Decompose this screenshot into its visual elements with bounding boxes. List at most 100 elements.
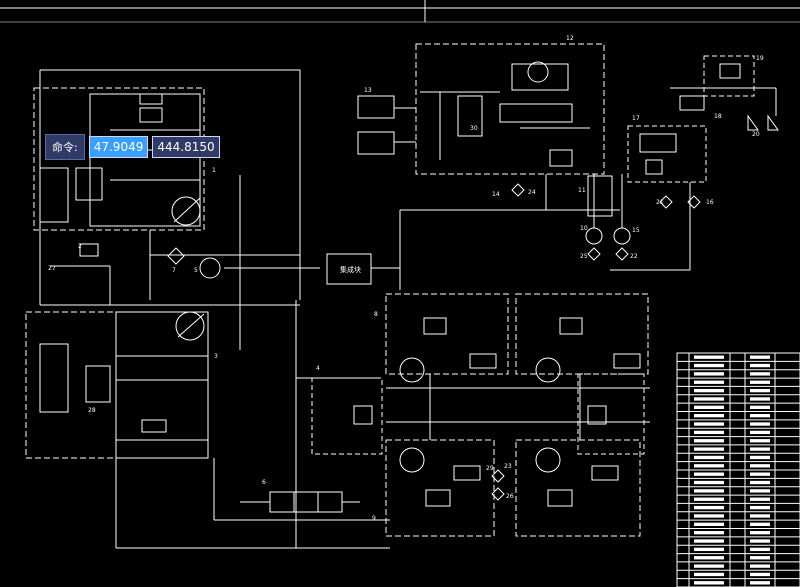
cylinder-9b <box>591 465 619 481</box>
lower-pump-group[interactable] <box>25 311 209 459</box>
side-valve-right <box>587 405 607 425</box>
label-7: 7 <box>172 267 176 274</box>
motor-8b <box>535 357 561 383</box>
parts-table-cell-text <box>694 372 724 376</box>
parts-table-cell-text <box>750 355 770 359</box>
pressure-valve <box>139 107 163 123</box>
actuator-group-9a[interactable] <box>385 439 495 537</box>
valve-11 <box>587 175 613 217</box>
label-9: 9 <box>372 515 376 522</box>
cylinder-8b <box>613 353 641 369</box>
control-box[interactable] <box>326 253 372 285</box>
parts-table-cell-text <box>694 447 724 451</box>
parts-table-cell-text <box>750 522 770 526</box>
filter-upper <box>167 247 185 265</box>
actuator-group-8b[interactable] <box>515 293 649 375</box>
valve-group-17[interactable] <box>627 125 707 183</box>
filter-26 <box>491 487 505 501</box>
parts-table-cell-text <box>750 505 770 510</box>
parts-table-cell-text <box>694 414 724 418</box>
parts-table-cell-text <box>750 489 770 493</box>
upper-valve-block <box>89 93 201 227</box>
actuator-group-9b[interactable] <box>515 439 641 537</box>
parts-table-cell-text <box>750 547 770 552</box>
side-valve-group-left[interactable] <box>311 377 383 455</box>
valve-17-check <box>645 159 663 175</box>
side-valve-group-right[interactable] <box>577 373 645 455</box>
lower-solenoid-valve <box>85 365 111 403</box>
label-26: 26 <box>506 493 514 500</box>
valve-18 <box>679 95 705 111</box>
parts-table-cell-text <box>694 380 724 384</box>
y-coordinate-field[interactable]: 444.8150 <box>152 136 220 158</box>
x-coordinate-field[interactable]: 47.9049 <box>88 136 149 158</box>
parts-table-cell-text <box>694 514 724 518</box>
label-30: 30 <box>470 125 478 132</box>
label-13: 13 <box>364 87 372 94</box>
motor-housing <box>511 63 569 91</box>
top-motor <box>527 61 549 83</box>
parts-table-cell-text <box>750 363 770 368</box>
parts-table-cell-text <box>694 531 724 535</box>
valve-group-19[interactable] <box>703 55 755 97</box>
motor-9b <box>535 447 561 473</box>
filter-23 <box>491 469 505 483</box>
auxiliary-pump <box>199 257 221 279</box>
motor-9a <box>399 447 425 473</box>
lower-directional-valve <box>39 343 69 413</box>
parts-table-cell-text <box>694 397 724 401</box>
lower-relief-valve <box>141 419 167 433</box>
parts-table-cell-text <box>694 489 724 493</box>
label-20: 20 <box>752 131 760 138</box>
motor-8a <box>399 357 425 383</box>
label-6: 6 <box>262 479 266 486</box>
parts-table-cell-text <box>750 572 770 577</box>
valve-19 <box>719 63 741 79</box>
label-4: 4 <box>316 365 320 372</box>
label-18: 18 <box>714 113 722 120</box>
command-prompt-label: 命令: <box>45 134 85 160</box>
parts-table-cell-text <box>750 497 770 501</box>
directional-valve <box>39 167 69 223</box>
label-10: 10 <box>580 225 588 232</box>
side-valve-left <box>353 405 373 425</box>
cylinder-8a <box>469 353 497 369</box>
parts-table-cell-text <box>694 497 724 501</box>
parts-table-cell-text <box>750 439 770 443</box>
parts-table-cell-text <box>694 388 724 393</box>
label-16: 16 <box>706 199 714 206</box>
actuator-group-8a[interactable] <box>385 293 509 375</box>
parts-table-cell-text <box>750 564 770 568</box>
valve-17-dir <box>639 133 677 153</box>
parts-table-cell-text <box>694 564 724 568</box>
label-8: 8 <box>374 311 378 318</box>
valve-8b <box>559 317 583 335</box>
parts-table-cell-text <box>694 464 724 468</box>
parts-table-cell-text <box>694 472 724 476</box>
parts-table-cell-text <box>750 472 770 476</box>
control-box-label: 集成块 <box>340 265 361 274</box>
parts-table-cell-text <box>750 581 770 585</box>
label-19: 19 <box>756 55 764 62</box>
label-29: 29 <box>486 465 494 472</box>
top-directional-valve <box>499 103 573 123</box>
parts-table-cell-text <box>694 539 724 543</box>
cylinder-9a <box>453 465 481 481</box>
parts-table-cell-text <box>750 480 770 485</box>
parts-table-cell-text <box>750 539 770 543</box>
parts-table-cell-text <box>694 405 724 409</box>
parts-table-cell-text <box>694 522 724 526</box>
label-2: 2 <box>78 243 82 250</box>
label-3: 3 <box>214 353 218 360</box>
filter-21 <box>659 195 673 209</box>
parts-table-cell-text <box>694 422 724 426</box>
parts-table-cell-text <box>694 572 724 577</box>
label-23: 23 <box>504 463 512 470</box>
label-11: 11 <box>578 187 586 194</box>
label-5: 5 <box>194 267 198 274</box>
parts-table-cell-text <box>750 397 770 401</box>
upper-pump-group[interactable] <box>33 87 205 231</box>
top-valve-group[interactable] <box>415 43 605 175</box>
parts-table-cell-text <box>750 414 770 418</box>
